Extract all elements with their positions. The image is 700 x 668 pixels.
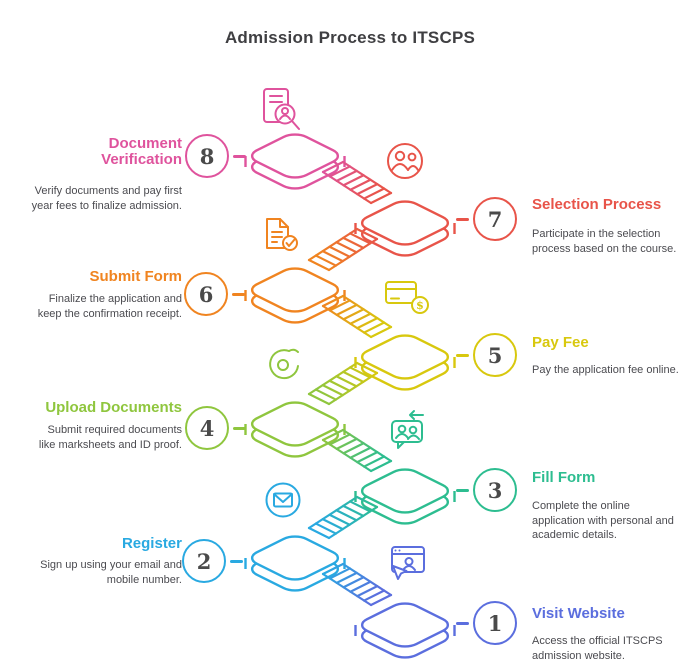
candidates-icon: [387, 143, 423, 179]
website-browser-icon: [391, 546, 425, 580]
step-8-title: Document Verification: [101, 135, 182, 169]
step-3-number-badge: 3: [473, 468, 517, 512]
step-6-connector: [232, 293, 245, 296]
step-7-connector: [456, 218, 469, 221]
step-8-connector: [233, 155, 246, 158]
applicants-chat-icon: [391, 410, 424, 449]
upload-hand-icon: [269, 348, 299, 380]
infographic-title: Admission Process to ITSCPS: [224, 28, 476, 47]
step-8-number-badge: 8: [185, 134, 229, 178]
step-2-number-badge: 2: [182, 539, 226, 583]
step-2-description: Sign up using your email and mobile numb…: [40, 559, 182, 586]
step-5-description: Pay the application fee online.: [532, 364, 679, 376]
document-search-icon: [263, 88, 300, 130]
step-1-description: Access the official ITSCPS admission web…: [532, 635, 663, 662]
step-1-number-badge: 1: [473, 601, 517, 645]
step-5-connector: [456, 354, 469, 357]
step-4-number: 4: [199, 415, 215, 441]
step-4-number-badge: 4: [185, 406, 229, 450]
step-7-number: 7: [487, 206, 503, 232]
step-8-number: 8: [199, 143, 215, 169]
step-6-description: Finalize the application and keep the co…: [37, 293, 182, 320]
step-2-connector: [230, 560, 243, 563]
step-3-title: Fill Form: [532, 469, 596, 486]
step-2-number: 2: [196, 548, 212, 574]
step-7-number-badge: 7: [473, 197, 517, 241]
step-4-title: Upload Documents: [45, 399, 182, 416]
staircase-graphic: $: [244, 88, 456, 666]
step-5-number-badge: 5: [473, 333, 517, 377]
step-1-number: 1: [487, 610, 503, 636]
step-6-number-badge: 6: [184, 272, 228, 316]
step-5-title: Pay Fee: [532, 334, 589, 351]
svg-text:$: $: [416, 299, 424, 312]
document-check-icon: [266, 218, 298, 251]
step-3-number: 3: [487, 477, 503, 503]
step-4-connector: [233, 427, 246, 430]
email-icon: [265, 482, 301, 518]
step-1-title: Visit Website: [532, 605, 625, 622]
step-1-connector: [456, 622, 469, 625]
step-6-number: 6: [198, 281, 214, 307]
step-8-description: Verify documents and pay first year fees…: [31, 185, 182, 212]
step-2-title: Register: [121, 535, 182, 552]
step-3-connector: [456, 489, 469, 492]
step-4-description: Submit required documents like marksheet…: [38, 424, 182, 451]
step-7-description: Participate in the selection process bas…: [532, 228, 677, 255]
card-payment-icon: $: [385, 281, 429, 314]
step-3-description: Complete the online application with per…: [532, 500, 674, 542]
step-5-number: 5: [487, 342, 503, 368]
step-7-title: Selection Process: [532, 196, 662, 213]
step-6-title: Submit Form: [89, 268, 183, 285]
